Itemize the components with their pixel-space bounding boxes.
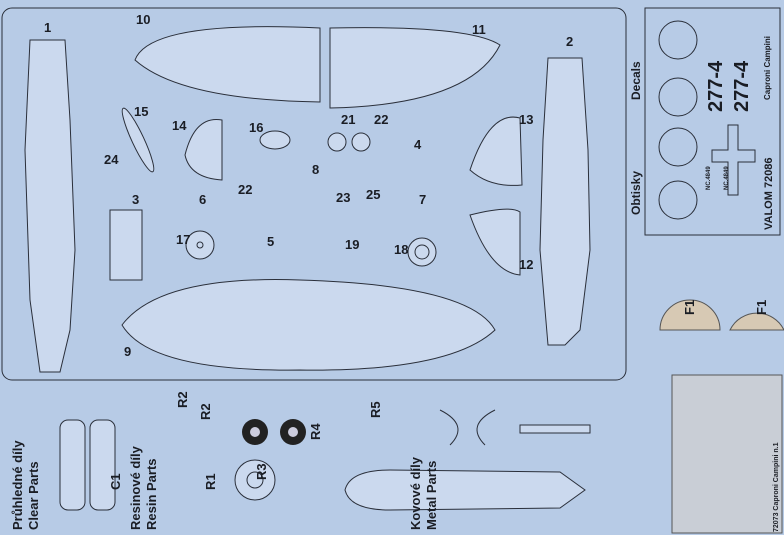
part-18 bbox=[407, 237, 437, 267]
resin-part-r4-a bbox=[439, 409, 459, 446]
resin-parts-title-en: Resin Parts bbox=[144, 458, 159, 530]
part-label: 23 bbox=[336, 190, 350, 205]
part-label: 7 bbox=[419, 192, 426, 207]
wing-top-right bbox=[329, 27, 501, 109]
part-22 bbox=[351, 132, 371, 152]
part-label: 24 bbox=[104, 152, 119, 167]
part-label: 10 bbox=[136, 12, 150, 27]
clear-parts-title-cz: Průhledné díly bbox=[10, 440, 25, 530]
part-12 bbox=[469, 208, 521, 276]
part-label: 25 bbox=[366, 187, 380, 202]
mask-label: F1 bbox=[754, 300, 769, 315]
part-15 bbox=[121, 107, 155, 173]
part-21 bbox=[327, 132, 347, 152]
resin-part-label: R2 bbox=[198, 403, 213, 420]
part-16 bbox=[259, 130, 291, 150]
resin-part-label: R3 bbox=[254, 463, 269, 480]
resin-part-label: R1 bbox=[203, 473, 218, 490]
decal-serial: NC.4849 bbox=[706, 166, 712, 190]
decal-sheet-frame bbox=[644, 7, 781, 236]
fuselage-half-right bbox=[539, 57, 591, 346]
clear-part-c1-b bbox=[89, 419, 116, 511]
part-14 bbox=[184, 118, 223, 181]
metal-parts-title-cz: Kovové díly bbox=[408, 456, 423, 530]
decal-aircraft-name: Caproni Campini bbox=[763, 36, 772, 100]
photoetch-fret bbox=[671, 374, 783, 534]
part-label: 3 bbox=[132, 192, 139, 207]
resin-parts-title-cz: Resinové díly bbox=[128, 445, 143, 530]
photoetch-fret-label: 72073 Caproni Campini n.1 bbox=[773, 442, 780, 532]
mask-f1-b bbox=[729, 312, 784, 331]
part-label: 11 bbox=[472, 22, 486, 37]
part-label: 12 bbox=[519, 257, 533, 272]
decals-heading-cz: Obtisky bbox=[629, 171, 643, 215]
decals-heading: Decals bbox=[629, 61, 643, 100]
part-label: 22 bbox=[238, 182, 252, 197]
decal-code: 277-4 bbox=[731, 60, 753, 112]
decal-serial: NC.4849 bbox=[724, 166, 730, 190]
part-label: 1 bbox=[44, 20, 51, 35]
part-numbers: 1 10 11 2 15 14 16 21 22 13 24 8 4 3 6 2… bbox=[44, 12, 573, 359]
part-label: 14 bbox=[172, 118, 187, 133]
part-label: 18 bbox=[394, 242, 408, 257]
decal-cross bbox=[711, 124, 756, 196]
part-label: 9 bbox=[124, 344, 131, 359]
clear-part-c1-a bbox=[59, 419, 86, 511]
decal-code: 277-4 bbox=[705, 60, 727, 112]
resin-part-label: R4 bbox=[308, 423, 323, 440]
part-label: 16 bbox=[249, 120, 263, 135]
part-17 bbox=[185, 230, 215, 260]
sprue-frame bbox=[1, 7, 627, 381]
resin-part-label: R5 bbox=[368, 401, 383, 418]
wing-top-left bbox=[134, 26, 321, 103]
clear-parts-title-en: Clear Parts bbox=[26, 461, 41, 530]
fuselage-half-left bbox=[24, 39, 76, 373]
part-label: 4 bbox=[414, 137, 422, 152]
part-label: 8 bbox=[312, 162, 319, 177]
part-label: 22 bbox=[374, 112, 388, 127]
resin-part-r1 bbox=[234, 459, 276, 501]
wing-bottom bbox=[121, 279, 496, 371]
part-label: 21 bbox=[341, 112, 355, 127]
part-label: 19 bbox=[345, 237, 359, 252]
part-13 bbox=[469, 116, 523, 186]
resin-part-label: R2 bbox=[175, 391, 190, 408]
resin-part-r3 bbox=[344, 469, 586, 511]
part-label: 5 bbox=[267, 234, 274, 249]
decal-product-code: VALOM 72086 bbox=[763, 157, 775, 230]
mask-label: F1 bbox=[682, 300, 697, 315]
metal-parts-title-en: Metal Parts bbox=[424, 461, 439, 530]
mask-f1-a bbox=[659, 299, 721, 331]
part-label: 6 bbox=[199, 192, 206, 207]
clear-part-label: C1 bbox=[108, 473, 123, 490]
resin-part-r5 bbox=[519, 424, 591, 434]
part-label: 13 bbox=[519, 112, 533, 127]
resin-part-r4-b bbox=[476, 409, 496, 446]
part-label: 2 bbox=[566, 34, 573, 49]
part-label: 17 bbox=[176, 232, 190, 247]
decal-roundels bbox=[658, 20, 698, 220]
part-3 bbox=[109, 209, 143, 281]
part-label: 15 bbox=[134, 104, 148, 119]
